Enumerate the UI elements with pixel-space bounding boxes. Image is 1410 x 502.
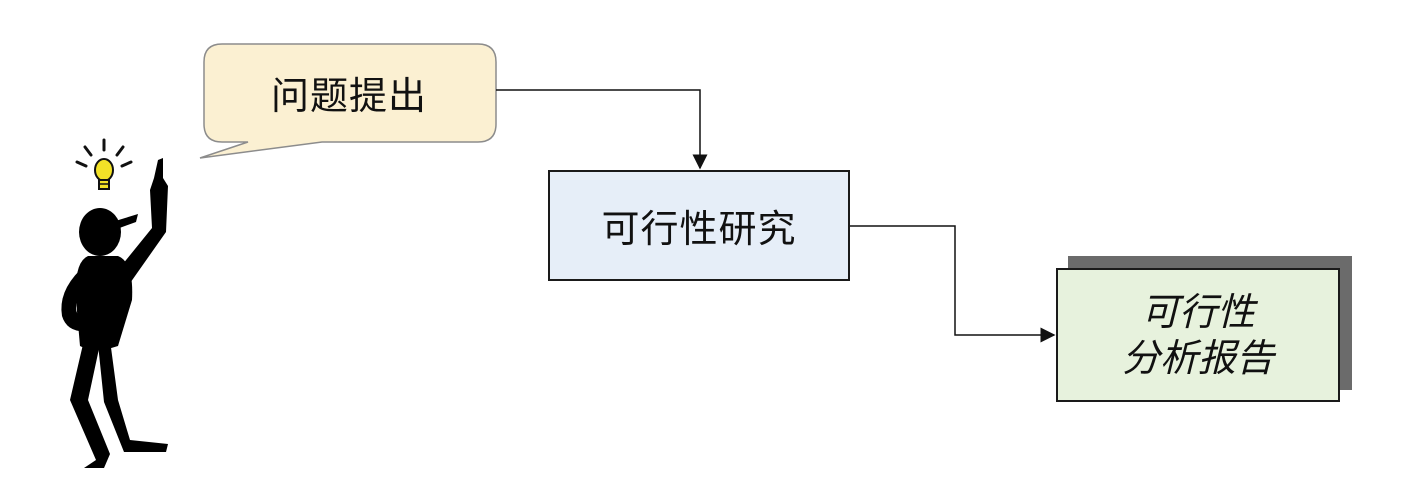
feasibility-report-box: 可行性 分析报告 — [1056, 268, 1340, 402]
speech-bubble — [199, 43, 497, 159]
callout-problem-statement: 问题提出 — [270, 74, 427, 118]
idea-rays-icon — [75, 138, 133, 168]
connector-study-to-report — [850, 225, 1056, 343]
report-label-line1: 可行性 — [1140, 290, 1255, 334]
lightbulb-icon — [94, 158, 114, 190]
thinking-person-icon — [61, 138, 168, 468]
report-label-line2: 分析报告 — [1121, 336, 1274, 380]
feasibility-study-box: 可行性研究 — [548, 170, 850, 281]
connector-callout-to-study — [496, 89, 708, 170]
feasibility-study-label: 可行性研究 — [601, 207, 797, 251]
